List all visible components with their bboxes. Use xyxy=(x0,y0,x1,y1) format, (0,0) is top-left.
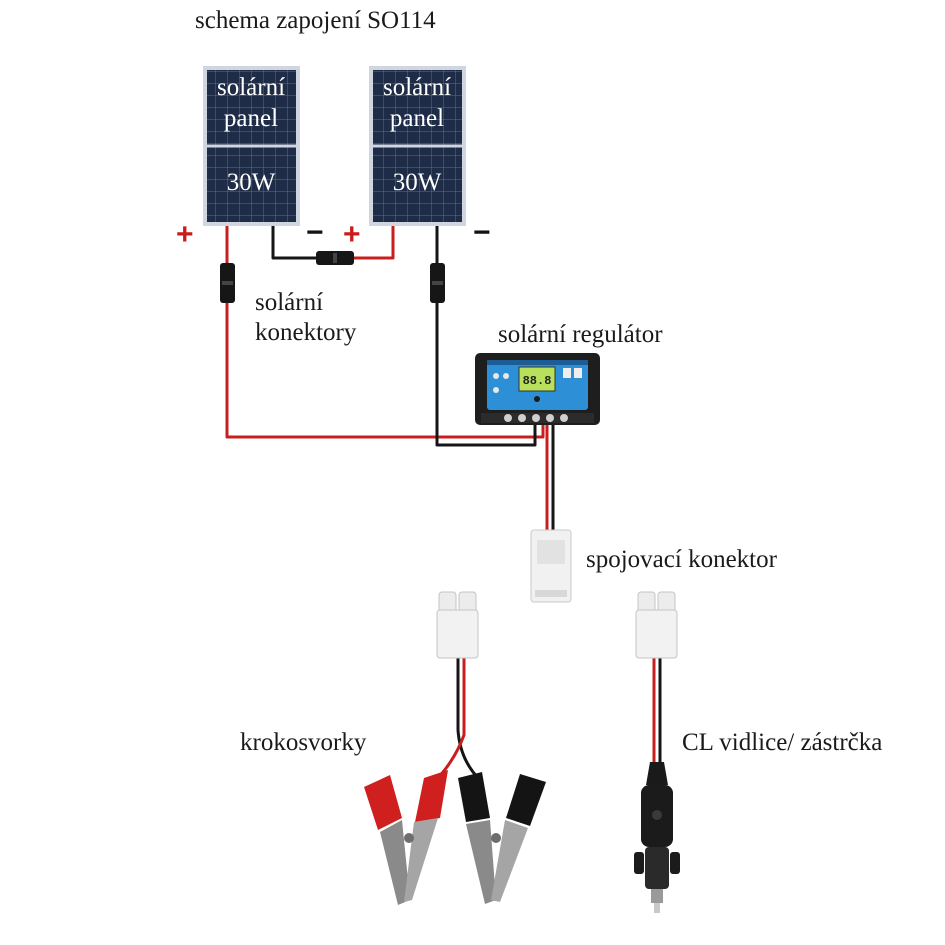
plus-sign-panel-1: + xyxy=(176,218,194,251)
plug-connector xyxy=(635,591,678,659)
clamps-label: krokosvorky xyxy=(240,729,367,756)
solar-connector-1 xyxy=(220,263,235,303)
panel-2-line1: solární xyxy=(382,74,452,101)
connectors-label-line2: konektory xyxy=(255,319,357,346)
wire-clamp-red xyxy=(434,655,466,782)
minus-sign-panel-1: − xyxy=(306,216,324,249)
solar-panel-2 xyxy=(369,66,466,226)
crocodile-clamp-black xyxy=(458,772,546,904)
plus-sign-panel-2: + xyxy=(343,218,361,251)
panel-1-line2: panel xyxy=(223,105,279,132)
coupling-connector-label: spojovací konektor xyxy=(586,546,777,573)
charge-regulator: 88.8 xyxy=(475,353,600,425)
wire-clamp-black xyxy=(456,655,482,782)
wire-red-panel1 xyxy=(225,226,545,439)
cl-plug-label: CL vidlice/ zástrčka xyxy=(682,729,883,756)
coupling-connector xyxy=(530,529,572,603)
wire-black-panel2 xyxy=(435,226,537,447)
clamp-connector xyxy=(436,591,479,659)
diagram-title: schema zapojení SO114 xyxy=(195,7,436,34)
solar-panel-1 xyxy=(203,66,300,226)
connectors-label-line1: solární xyxy=(255,289,324,316)
solar-connector-2 xyxy=(430,263,445,303)
solar-connector-series xyxy=(316,251,354,265)
wire-series-black xyxy=(271,226,318,260)
panel-1-power: 30W xyxy=(226,169,276,196)
wire-series-red xyxy=(352,226,395,260)
panel-2-power: 30W xyxy=(392,169,442,196)
minus-sign-panel-2: − xyxy=(473,216,491,249)
regulator-display: 88.8 xyxy=(523,374,552,388)
crocodile-clamp-red xyxy=(364,770,448,905)
cl-plug xyxy=(634,762,680,913)
panel-2-line2: panel xyxy=(389,105,445,132)
regulator-label: solární regulátor xyxy=(498,321,663,348)
panel-1-line1: solární xyxy=(216,74,286,101)
